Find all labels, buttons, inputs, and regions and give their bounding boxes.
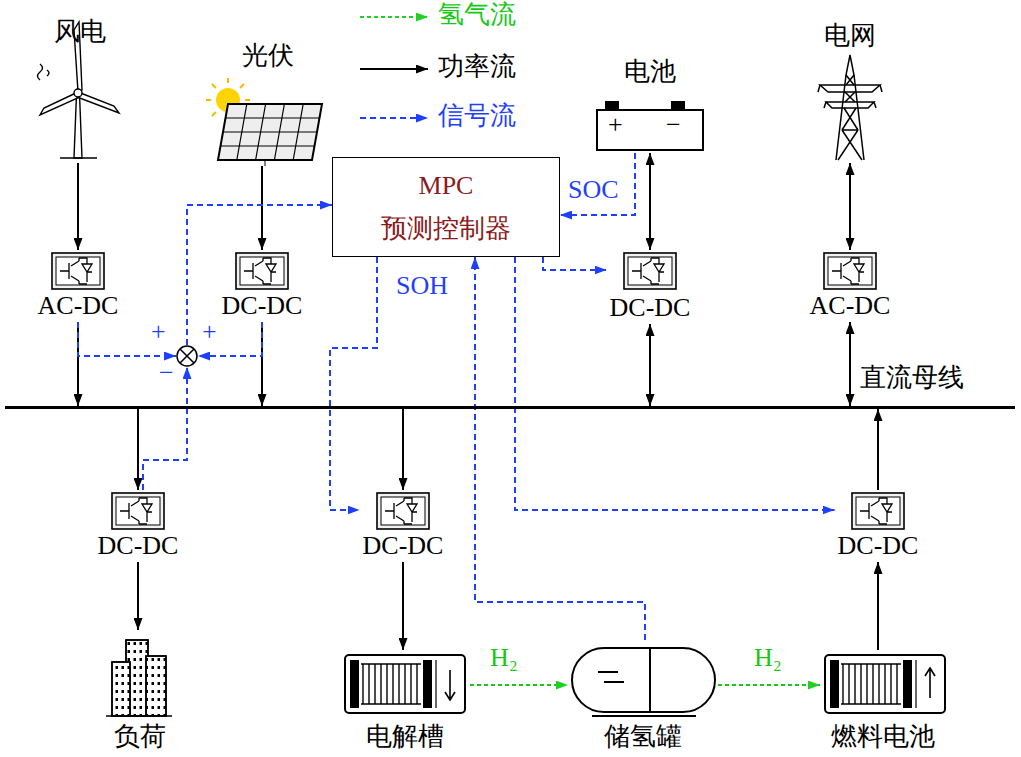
diagram-node: 储氢罐 [568,640,718,755]
node-label: 光伏 [242,42,294,71]
power-flow [849,163,851,250]
node-label: 直流母线 [860,364,964,393]
diagram-node: 风电 [30,8,130,163]
power-flow [402,409,404,490]
node-label: + [151,318,166,347]
signal-flow [330,257,377,510]
diagram-node: DC-DC [219,250,306,322]
hydrogen-flow [718,684,820,686]
node-label: − [666,111,681,140]
diagram-node: DC-DC [607,250,694,324]
pv-panel [218,104,322,166]
legend-text: 氢气流 [438,1,516,30]
node-label: 电池 [624,58,676,87]
node-label: 电解槽 [366,723,444,752]
node-label: 风电 [54,18,106,47]
power-flow [877,562,879,650]
legend-text: 信号流 [438,102,516,131]
diagram-node: AC-DC [35,250,122,322]
node-label: DC-DC [222,292,303,321]
node-label: DC-DC [363,532,444,561]
converter-icon [52,253,104,289]
power-flow [877,409,879,490]
power-flow [77,163,79,250]
signal-flow [543,257,607,270]
node-label: AC-DC [810,292,891,321]
node-label: + [202,318,217,347]
power-flow [649,324,651,406]
diagram-node: DC-DC [95,490,182,562]
converter-icon [824,253,876,289]
node-label: 预测控制器 [381,215,511,244]
legend-line [360,117,428,119]
node-label: DC-DC [610,294,691,323]
converter-icon [377,493,429,529]
node-label: 储氢罐 [604,723,682,752]
fuel-cell [825,655,945,713]
diagram-node: 光伏 [205,38,330,166]
node-label: MPC [419,172,474,201]
diagram-node: 燃料电池 [820,650,945,755]
electrolyzer [345,655,465,713]
diagram-node: ++− [176,345,198,367]
hydrogen-flow [470,684,568,686]
node-label: − [159,359,174,388]
power-flow [261,166,263,250]
node-label: 电网 [824,22,876,51]
summing-junction [176,345,198,367]
transmission-tower [818,55,882,160]
diagram-node: AC-DC [807,250,894,322]
edge-label: SOC [566,176,621,205]
legend-text: 功率流 [438,53,516,82]
diagram-node: MPC 预测控制器 [332,157,560,257]
converter-icon [112,493,164,529]
converter-icon [236,253,288,289]
diagram-node: 电池+ − [590,58,710,153]
node-label: AC-DC [38,292,119,321]
diagram-node: 电解槽 [340,650,470,755]
node-label: DC-DC [838,532,919,561]
edge-label: H₂ [752,644,784,673]
edge-label: SOH [394,272,450,301]
node-label: 燃料电池 [831,723,935,752]
power-flow [137,562,139,630]
diagram-node: 电网 [805,20,895,163]
signal-flow [515,257,835,510]
power-flow [849,322,851,406]
diagram-node: 直流母线 [5,406,1015,409]
power-flow [137,409,139,490]
node-label: DC-DC [98,532,179,561]
diagram-node: DC-DC [360,490,447,562]
node-label: 负荷 [114,723,166,752]
buildings [106,640,172,716]
signal-flow [560,153,635,215]
hydrogen-tank [572,648,715,716]
legend-line [360,16,428,18]
power-flow [649,153,651,250]
battery [597,101,703,150]
diagram-node: DC-DC [835,490,922,562]
converter-icon [852,493,904,529]
edge-label: H₂ [488,644,520,673]
diagram-node: 负荷 [95,630,185,755]
legend-line [360,68,428,70]
node-label: + [608,111,623,140]
power-flow [402,562,404,650]
converter-icon [624,253,676,289]
